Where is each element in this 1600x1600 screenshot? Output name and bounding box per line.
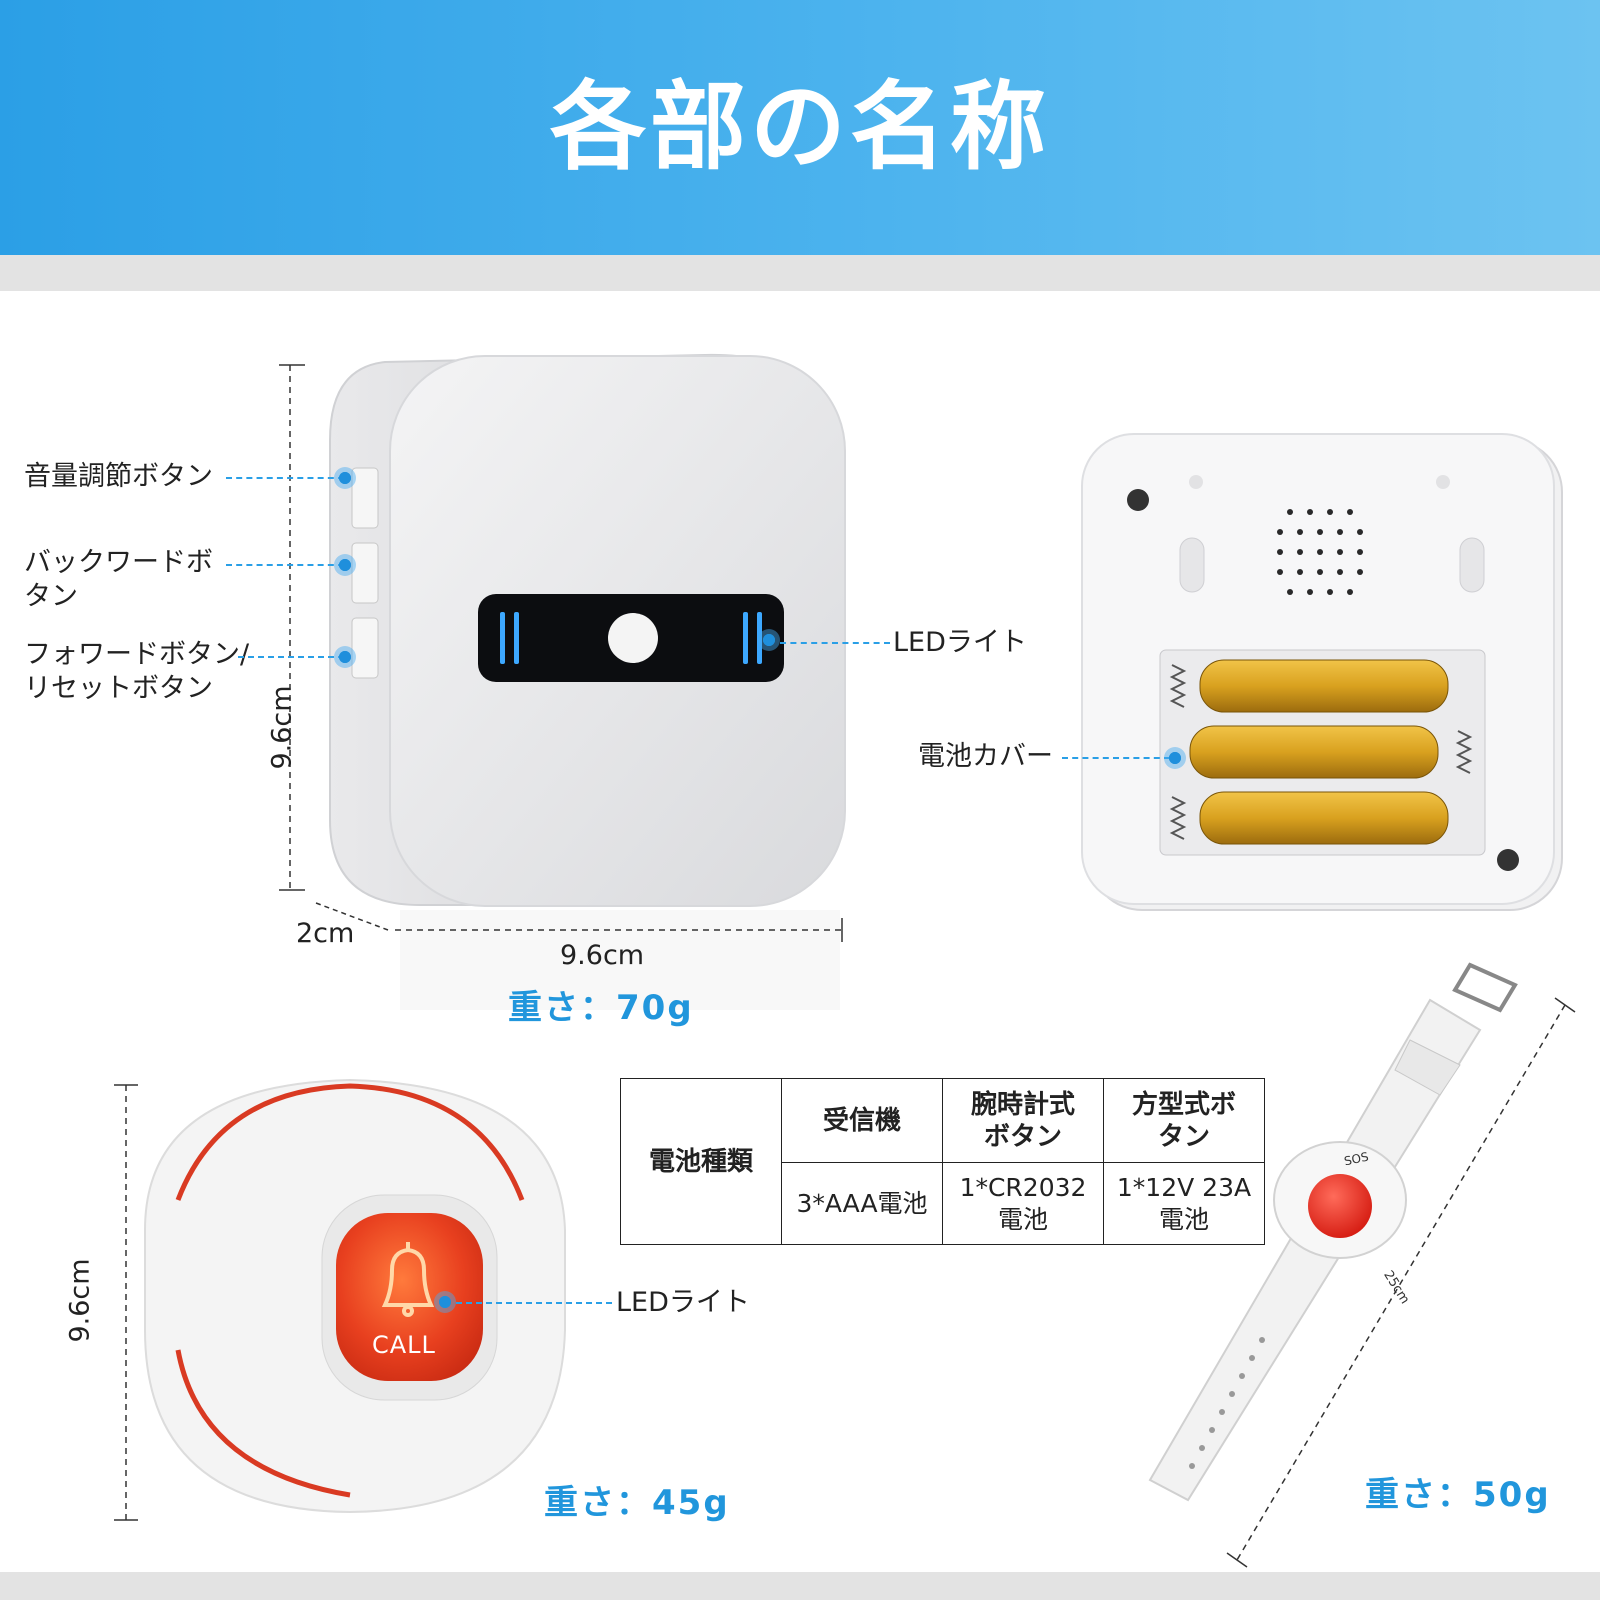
receiver-width-label: 9.6cm: [560, 940, 645, 971]
led-light-label: LEDライト: [893, 627, 1027, 658]
forward-leader-line: [238, 656, 344, 658]
call-button-dimension: [114, 1084, 138, 1521]
bottom-band: [0, 1572, 1600, 1600]
backward-leader-line: [226, 564, 344, 566]
page-title: 各部の名称: [550, 71, 1050, 183]
receiver-front: [329, 353, 846, 1010]
wrist-button-weight: 重さ：50g: [1365, 1475, 1551, 1515]
call-button-device: [144, 1078, 566, 1514]
volume-button-label: 音量調節ボタン: [24, 461, 213, 492]
battery-cover-leader-line: [1062, 757, 1170, 759]
divider-band: [0, 255, 1600, 291]
battery-cover-label: 電池カバー: [918, 741, 1053, 772]
square-battery-cell: 1*12V 23A 電池: [1103, 1162, 1265, 1245]
call-led-leader-line: [456, 1302, 612, 1304]
led-marker-dot: [758, 629, 780, 651]
volume-leader-line: [226, 477, 344, 479]
led-leader-line: [780, 642, 890, 644]
call-button-height-label: 9.6cm: [64, 1258, 96, 1343]
square-column-header: 方型式ボ タン: [1103, 1078, 1265, 1163]
call-button-weight: 重さ：45g: [544, 1483, 730, 1523]
call-led-label: LEDライト: [616, 1287, 750, 1318]
backward-marker-dot: [334, 554, 356, 576]
receiver-weight: 重さ：70g: [508, 988, 694, 1028]
battery-spec-table: 電池種類 受信機 腕時計式 ボタン 方型式ボ タン 3*AAA電池 1*CR20…: [620, 1078, 1265, 1245]
wrist-battery-cell: 1*CR2032 電池: [942, 1162, 1104, 1245]
receiver-battery-cell: 3*AAA電池: [781, 1162, 943, 1245]
volume-marker-dot: [334, 467, 356, 489]
receiver-back: [1081, 433, 1563, 911]
forward-reset-button-label: フォワードボタン/ リセットボタン: [24, 639, 250, 704]
battery-type-header: 電池種類: [620, 1078, 782, 1245]
call-button-text: CALL: [372, 1331, 436, 1359]
receiver-height-label: 9.6cm: [266, 685, 298, 770]
call-led-marker-dot: [434, 1291, 456, 1313]
receiver-column-header: 受信機: [781, 1078, 943, 1163]
wrist-column-header: 腕時計式 ボタン: [942, 1078, 1104, 1163]
bell-icon: [381, 1242, 435, 1317]
receiver-dimension-lines: [279, 364, 843, 942]
battery-cover-marker-dot: [1164, 747, 1186, 769]
receiver-depth-label: 2cm: [296, 918, 355, 949]
wrist-dimension: [1226, 997, 1576, 1568]
backward-button-label: バックワードボ タン: [24, 547, 213, 612]
wrist-sos-device: [1148, 962, 1518, 1502]
forward-marker-dot: [334, 646, 356, 668]
header-banner: 各部の名称: [0, 0, 1600, 255]
